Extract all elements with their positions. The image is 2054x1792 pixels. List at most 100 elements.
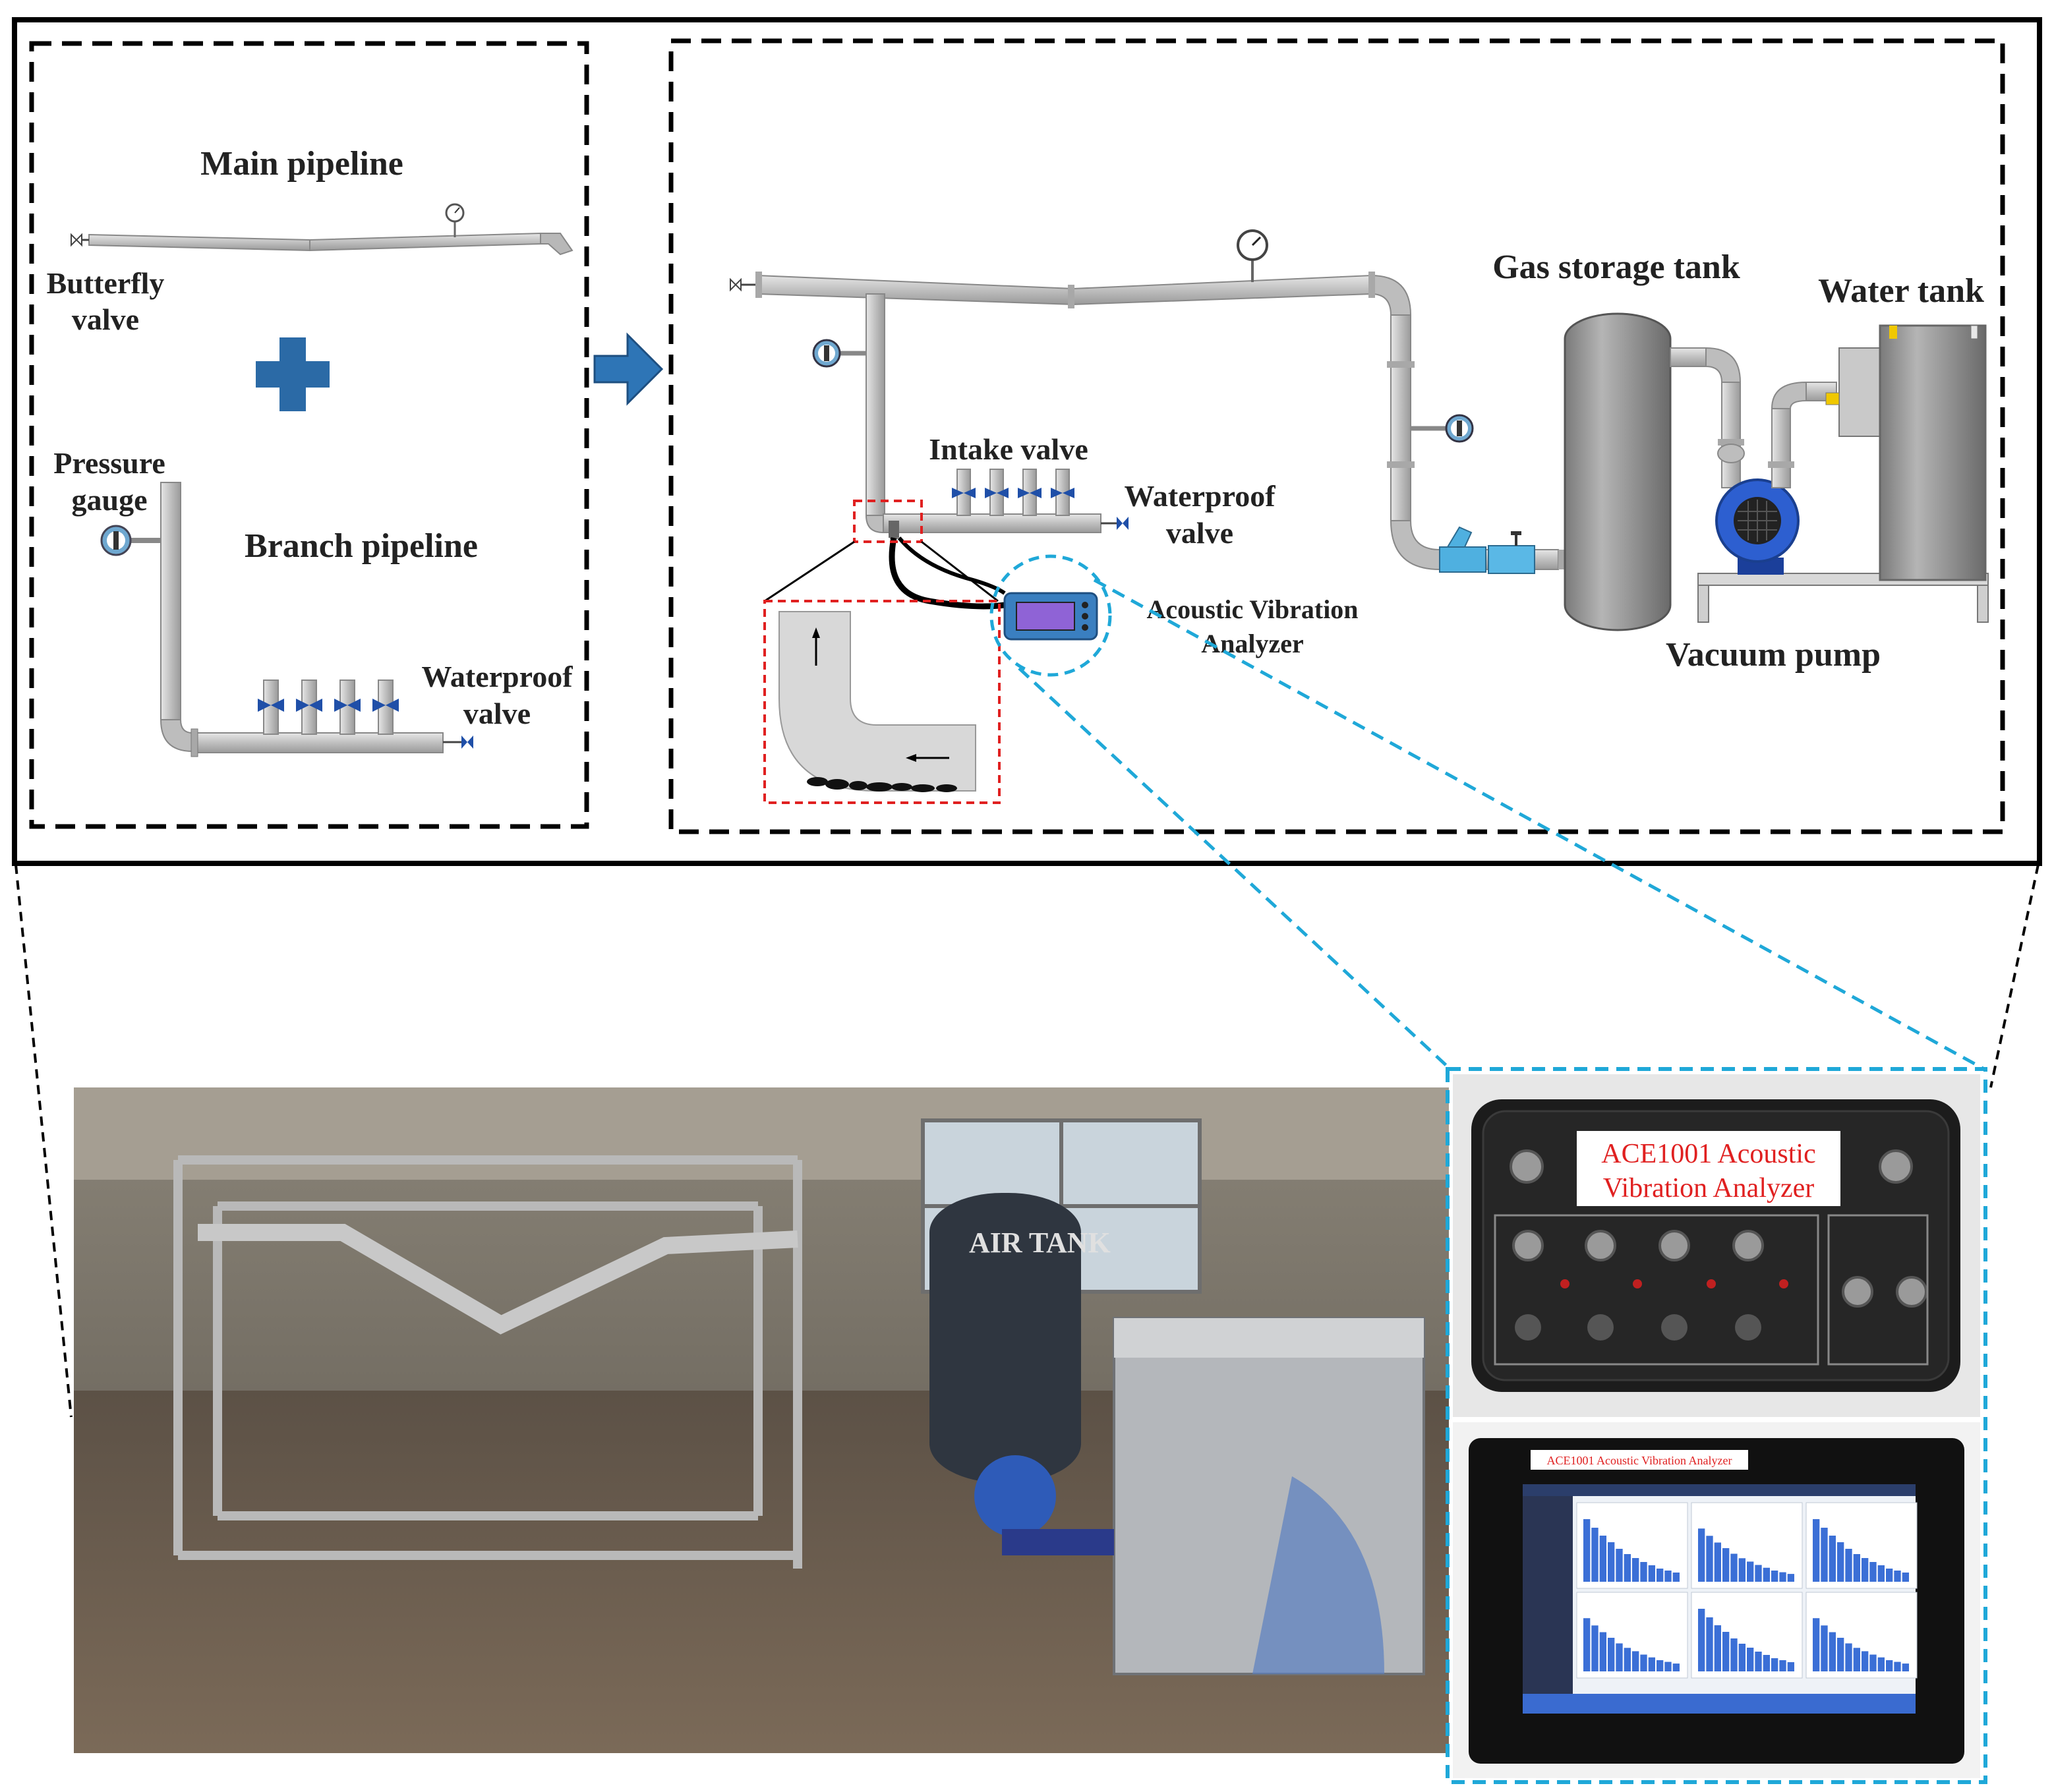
tablet-chart-bar: [1813, 1519, 1820, 1582]
photo-zoom-line-left: [15, 864, 73, 1418]
gas-storage-tank-label: Gas storage tank: [1492, 248, 1740, 286]
tablet-chart-bar: [1722, 1548, 1730, 1582]
tablet-chart-bar: [1632, 1651, 1639, 1671]
tablet-chart-bar: [1853, 1554, 1860, 1582]
tablet-chart-bar: [1640, 1654, 1647, 1671]
tablet-chart-bar: [1837, 1542, 1844, 1582]
tablet-chart-bar: [1755, 1652, 1762, 1671]
tablet-chart-bar: [1664, 1571, 1672, 1582]
top-frame: [12, 17, 2042, 866]
tablet-chart-bar: [1722, 1632, 1730, 1671]
tablet-chart-bar: [1747, 1648, 1754, 1671]
intake-valves-left: [258, 679, 399, 735]
tablet-chart-bar: [1845, 1549, 1852, 1582]
tablet-chart-bar: [1648, 1657, 1655, 1671]
tank-to-pump-pipe: [1670, 347, 1745, 488]
tablet-chart-bar: [1845, 1643, 1852, 1671]
butterfly-valve-label-2: valve: [72, 303, 139, 336]
elbow-inset: [763, 600, 1001, 804]
tablet-chart-bar: [1616, 1643, 1623, 1671]
water-tank-label: Water tank: [1818, 272, 1984, 310]
water-tank: [1825, 324, 1987, 581]
device-zoom-line-right: [1093, 578, 1985, 1071]
tablet-chart-bar: [1714, 1625, 1721, 1671]
tablet-chart-bar: [1698, 1609, 1705, 1671]
butterfly-valve-icon: [71, 233, 89, 247]
tablet-chart-bar: [1894, 1571, 1901, 1582]
tablet-chart-bar: [1787, 1662, 1794, 1671]
tablet-chart-bar: [1640, 1562, 1647, 1582]
left-waterproof-valve-label-2: valve: [463, 697, 531, 730]
tablet-chart-bar: [1730, 1553, 1738, 1582]
tablet-chart-bar: [1853, 1648, 1860, 1671]
check-valve-icon: [1439, 526, 1535, 574]
right-butterfly-valve-icon: [730, 277, 758, 292]
vacuum-pump-label: Vacuum pump: [1666, 636, 1881, 674]
waterproof-valve-icon: [443, 736, 473, 749]
tablet-chart-bar: [1862, 1651, 1869, 1671]
tablet-chart-bar: [1648, 1565, 1655, 1582]
tablet-chart-bar: [1829, 1536, 1836, 1582]
tablet-chart-bar: [1591, 1528, 1599, 1582]
tablet-chart-bar: [1787, 1574, 1794, 1582]
analyzer-device-icon: [1003, 592, 1098, 641]
tablet-chart-bar: [1738, 1644, 1746, 1671]
tablet-chart-bar: [1591, 1625, 1599, 1671]
tablet-chart-bar: [1698, 1528, 1705, 1582]
right-branch-gauge-icon: [1411, 414, 1474, 443]
zoom-line-right: [921, 540, 999, 602]
tablet-chart-bar: [1779, 1572, 1786, 1582]
lab-photo: AIR TANK: [74, 1087, 1449, 1753]
tablet-chart-bar: [1862, 1558, 1869, 1582]
photo-water-tank-box: [1113, 1317, 1425, 1675]
tablet-chart-bar: [1599, 1632, 1606, 1671]
left-panel-border: [29, 41, 589, 829]
analyzer-connectors: [1510, 1149, 1927, 1341]
tablet-chart-bar: [1869, 1654, 1877, 1671]
tablet-chart-bar: [1877, 1657, 1885, 1671]
tablet-chart-bar: [1706, 1617, 1713, 1671]
intake-valves-right: [952, 469, 1074, 516]
analyzer-name-plate: [1577, 1131, 1840, 1206]
tablet-chart-bar: [1599, 1536, 1606, 1582]
photo-zoom-line-right: [1989, 864, 2039, 1088]
tablet-chart-bar: [1624, 1554, 1631, 1582]
zoom-line-left: [764, 540, 855, 602]
tablet-chart-bar: [1632, 1558, 1639, 1582]
tablet-chart-bar: [1902, 1663, 1909, 1671]
tablet-chart-bar: [1886, 1569, 1893, 1582]
tablet-chart-bar: [1813, 1618, 1820, 1671]
tablet-chart-bar: [1738, 1558, 1746, 1582]
tablet-chart-bar: [1869, 1562, 1877, 1582]
analyzer-name-line-2: Vibration Analyzer: [1603, 1173, 1815, 1203]
right-waterproof-valve-label-1: Waterproof: [1124, 479, 1276, 513]
photo-pump: [974, 1455, 1114, 1555]
tablet-chart-bar: [1821, 1625, 1828, 1671]
device-zoom-line-left: [1018, 667, 1452, 1070]
plus-icon: [256, 337, 330, 411]
right-panel: Intake valve Waterproof valve Gas storag…: [668, 38, 2005, 834]
butterfly-valve-label-1: Butterfly: [47, 266, 165, 300]
tablet-label: ACE1001 Acoustic Vibration Analyzer: [1546, 1454, 1732, 1467]
tablet-chart-bar: [1672, 1663, 1680, 1671]
tablet-chart-bar: [1829, 1632, 1836, 1671]
left-waterproof-valve-label-1: Waterproof: [421, 660, 573, 693]
tablet-chart-bar: [1608, 1638, 1615, 1671]
photo-steel-frame: [173, 1155, 802, 1569]
tablet-chart-bar: [1714, 1542, 1721, 1582]
photo-pipe: [198, 1224, 798, 1335]
tablet-photo: ACE1001 Acoustic Vibration Analyzer: [1453, 1422, 1980, 1778]
tablet-chart-bar: [1657, 1569, 1664, 1582]
intake-valve-label: Intake valve: [929, 432, 1088, 466]
branch-pipeline-title: Branch pipeline: [245, 527, 478, 565]
right-waterproof-valve-label-2: valve: [1166, 516, 1233, 550]
main-pipeline-drawing: [71, 203, 573, 256]
sensor-highlight-box: [853, 500, 923, 543]
tablet-chart-bar: [1608, 1542, 1615, 1582]
tablet-chart-bar: [1616, 1549, 1623, 1582]
pressure-gauge-label-1: Pressure: [53, 446, 165, 480]
main-pressure-gauge-icon: [1237, 229, 1268, 282]
transition-arrow-icon: [593, 332, 664, 406]
branch-pipeline-drawing: [100, 482, 473, 757]
tablet-chart-bar: [1894, 1662, 1901, 1671]
